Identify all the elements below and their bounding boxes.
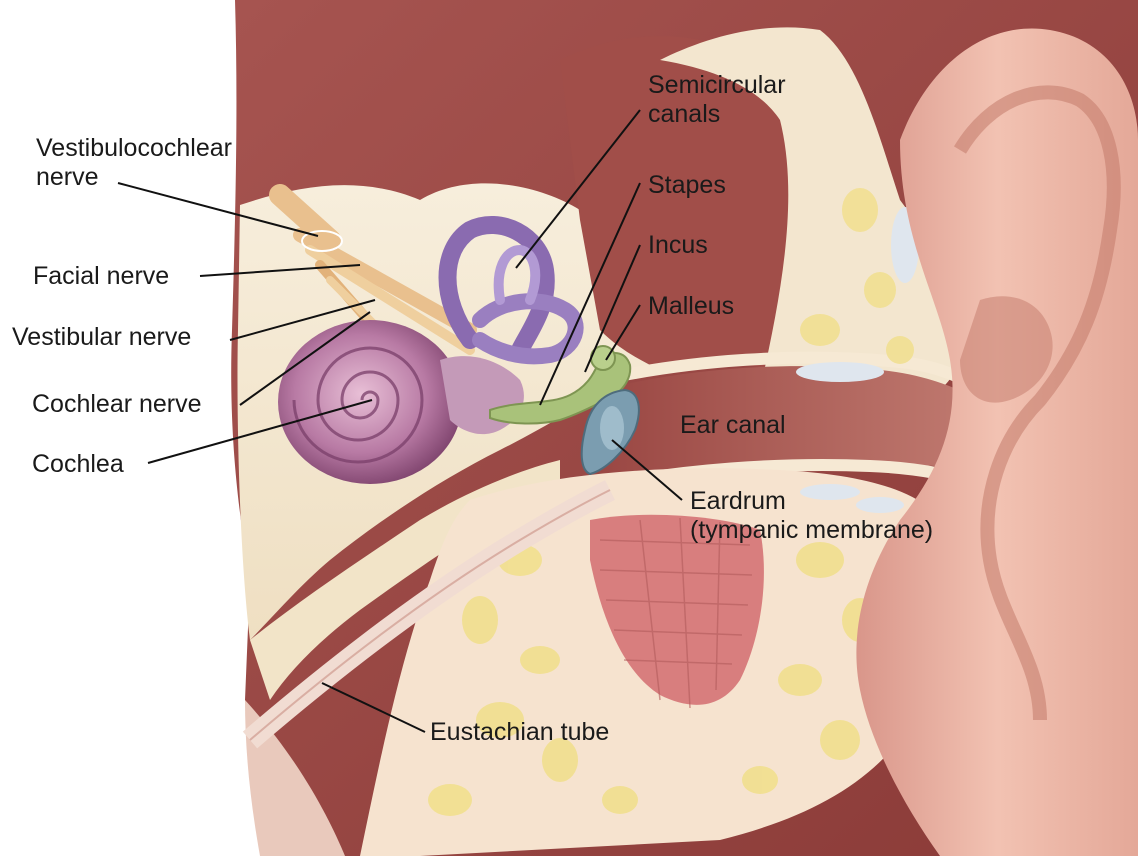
label-cochlear-nerve: Cochlear nerve <box>32 390 202 419</box>
label-line: Vestibulocochlear <box>36 134 232 163</box>
label-stapes: Stapes <box>648 171 726 200</box>
label-incus: Incus <box>648 231 708 260</box>
label-vestibular-nerve: Vestibular nerve <box>12 323 191 352</box>
label-cochlea: Cochlea <box>32 450 124 479</box>
label-semicircular-canals: Semicircular canals <box>648 71 786 129</box>
label-ear-canal: Ear canal <box>680 411 786 440</box>
label-eardrum: Eardrum (tympanic membrane) <box>690 487 933 545</box>
label-line: Eardrum <box>690 487 933 516</box>
label-line: (tympanic membrane) <box>690 516 933 545</box>
label-eustachian-tube: Eustachian tube <box>430 718 609 747</box>
label-facial-nerve: Facial nerve <box>33 262 169 291</box>
label-vestibulocochlear-nerve: Vestibulocochlear nerve <box>36 134 232 192</box>
label-line: canals <box>648 100 786 129</box>
label-malleus: Malleus <box>648 292 734 321</box>
label-line: Semicircular <box>648 71 786 100</box>
label-line: nerve <box>36 163 232 192</box>
